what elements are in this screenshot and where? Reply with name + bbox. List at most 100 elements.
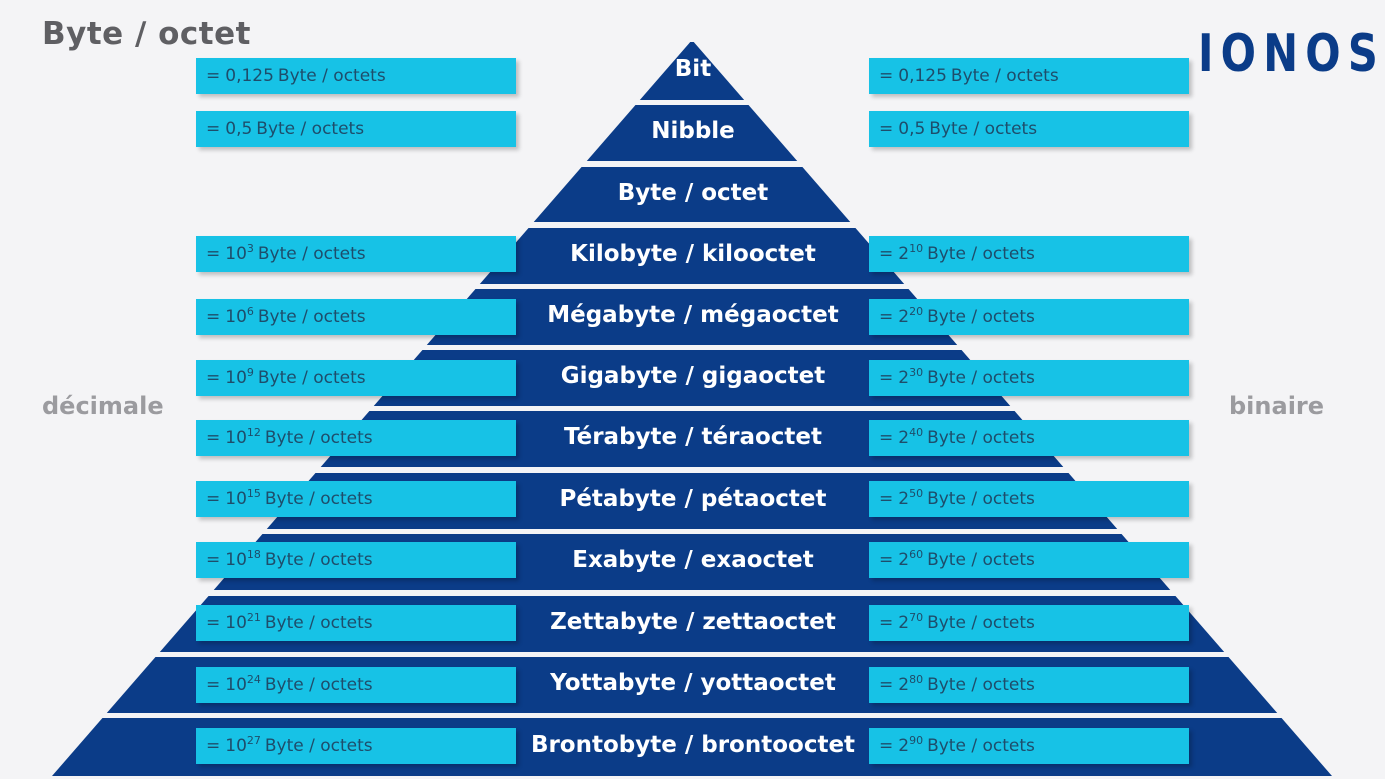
pyramid-level-label: Byte / octet	[617, 179, 769, 206]
value-exponent: 70	[909, 611, 924, 624]
equals-sign: =	[206, 307, 221, 327]
value-base: 0,5	[225, 119, 253, 139]
value-unit: Byte / octets	[264, 550, 373, 570]
pyramid-level-band	[426, 289, 958, 345]
value-base: 2	[898, 736, 910, 756]
value-base: 2	[898, 613, 910, 633]
value-base: 10	[225, 736, 247, 756]
value-exponent: 90	[909, 734, 924, 747]
pyramid-level-label: Zettabyte / zettaoctet	[550, 609, 836, 635]
value-exponent: 27	[246, 734, 261, 747]
value-unit: Byte / octets	[264, 613, 373, 633]
value-exponent: 20	[909, 305, 924, 318]
value-base: 2	[898, 368, 910, 388]
pyramid-level-band	[639, 42, 745, 100]
equals-sign: =	[206, 675, 221, 695]
equals-sign: =	[879, 613, 894, 633]
value-base: 2	[898, 550, 910, 570]
equals-sign: =	[206, 550, 221, 570]
pyramid-level-label: Térabyte / téraoctet	[563, 424, 823, 450]
value-unit: Byte / octets	[927, 736, 1035, 756]
value-unit: Byte / octets	[264, 736, 373, 756]
value-unit: Byte / octets	[257, 307, 366, 327]
equals-sign: =	[879, 428, 894, 448]
value-base: 10	[225, 307, 247, 327]
value-unit: Byte / octets	[927, 244, 1035, 264]
pyramid-level-label: Nibble	[651, 118, 735, 144]
value-unit: Byte / octets	[264, 675, 373, 695]
value-unit: Byte / octets	[256, 119, 365, 139]
equals-sign: =	[879, 307, 894, 327]
value-unit: Byte / octets	[927, 489, 1035, 509]
pyramid-level-label: Mégabyte / mégaoctet	[547, 302, 839, 328]
equals-sign: =	[206, 244, 221, 264]
value-unit: Byte / octets	[927, 368, 1035, 388]
equals-sign: =	[879, 736, 894, 756]
value-exponent: 18	[246, 548, 261, 561]
value-exponent: 80	[909, 673, 924, 686]
value-base: 10	[225, 613, 247, 633]
pyramid-level-label: Exabyte / exaoctet	[572, 547, 814, 573]
value-base: 2	[898, 244, 910, 264]
equals-sign: =	[206, 489, 221, 509]
pyramid-level-label: Gigabyte / gigaoctet	[560, 363, 826, 389]
equals-sign: =	[879, 489, 894, 509]
value-unit: Byte / octets	[927, 550, 1035, 570]
value-base: 10	[225, 244, 247, 264]
value-unit: Byte / octets	[927, 675, 1035, 695]
equals-sign: =	[206, 736, 221, 756]
equals-sign: =	[206, 613, 221, 633]
value-unit: Byte / octets	[927, 307, 1035, 327]
equals-sign: =	[879, 368, 894, 388]
pyramid-level-label: Yottabyte / yottaoctet	[550, 670, 836, 696]
value-base: 10	[225, 428, 247, 448]
value-base: 10	[225, 368, 247, 388]
pyramid-level-band	[373, 350, 1011, 406]
pyramid-level-label: Brontobyte / brontooctet	[530, 732, 856, 758]
value-unit: Byte / octets	[277, 66, 386, 86]
value-base: 2	[898, 489, 910, 509]
value-unit: Byte / octets	[929, 119, 1038, 139]
value-base: 10	[225, 675, 247, 695]
equals-sign: =	[879, 66, 894, 86]
value-exponent: 9	[246, 366, 254, 379]
value-base: 2	[898, 428, 910, 448]
value-exponent: 24	[246, 673, 261, 686]
equals-sign: =	[879, 244, 894, 264]
value-unit: Byte / octets	[927, 428, 1035, 448]
binary-side-label: binaire	[1229, 392, 1325, 420]
value-exponent: 40	[909, 426, 924, 439]
value-exponent: 3	[246, 242, 254, 255]
value-base: 2	[898, 675, 910, 695]
value-exponent: 12	[246, 426, 261, 439]
pyramid-level-band	[479, 228, 905, 284]
value-exponent: 30	[909, 366, 924, 379]
value-exponent: 15	[246, 487, 261, 500]
pyramid-level-band	[533, 167, 851, 222]
equals-sign: =	[206, 368, 221, 388]
pyramid-level-label: Bit	[674, 56, 712, 82]
equals-sign: =	[206, 66, 221, 86]
pyramid-level-label: Kilobyte / kilooctet	[570, 241, 816, 267]
value-base: 0,125	[225, 66, 274, 86]
value-unit: Byte / octets	[927, 613, 1035, 633]
value-exponent: 10	[909, 242, 924, 255]
equals-sign: =	[879, 119, 894, 139]
value-base: 10	[225, 550, 247, 570]
value-unit: Byte / octets	[257, 244, 366, 264]
